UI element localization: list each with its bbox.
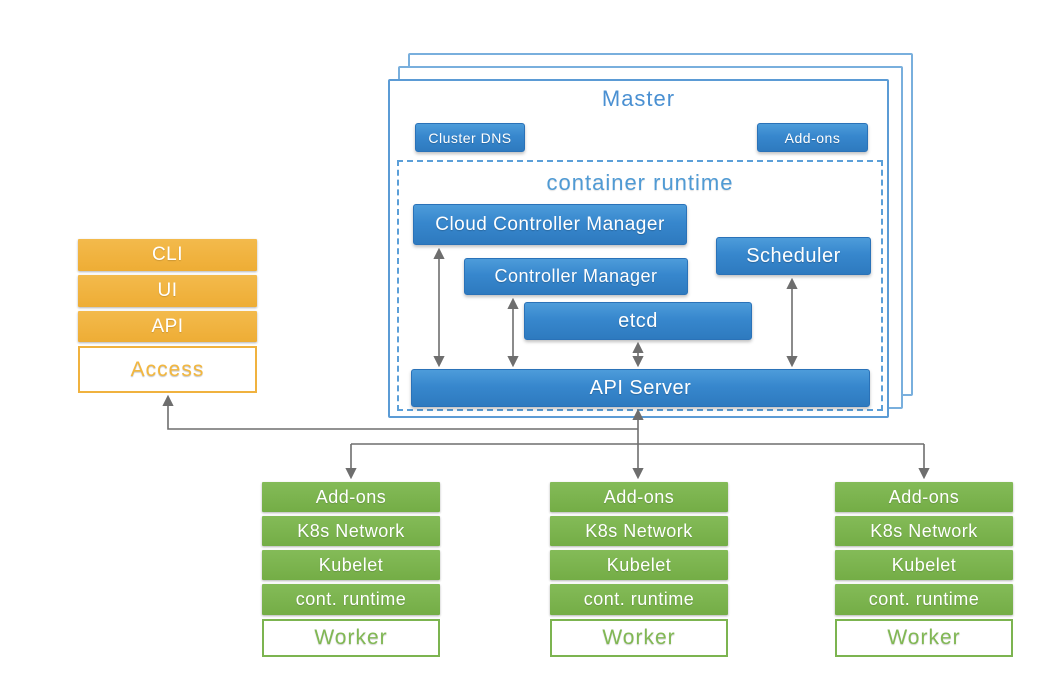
container-runtime-title: container runtime — [546, 170, 734, 195]
worker2-row-kubelet: Kubelet — [550, 550, 728, 580]
controller-manager-box: Controller Manager — [464, 258, 688, 295]
add-ons-box: Add-ons — [757, 123, 868, 152]
worker2-row-addons: Add-ons — [550, 482, 728, 512]
worker1-row-k8s-network: K8s Network — [262, 516, 440, 546]
worker2-row-k8s-network: K8s Network — [550, 516, 728, 546]
cluster-dns-box: Cluster DNS — [415, 123, 525, 152]
access-stack: CLI UI API Access — [78, 239, 257, 393]
scheduler-box: Scheduler — [716, 237, 871, 275]
worker-stack-1: Add-ons K8s Network Kubelet cont. runtim… — [262, 482, 440, 657]
worker1-label-box: Worker — [262, 619, 440, 657]
worker3-row-kubelet: Kubelet — [835, 550, 1013, 580]
worker3-row-cont-runtime: cont. runtime — [835, 584, 1013, 615]
access-row-cli: CLI — [78, 239, 257, 271]
master-title: Master — [601, 86, 676, 111]
worker1-row-kubelet: Kubelet — [262, 550, 440, 580]
worker2-row-cont-runtime: cont. runtime — [550, 584, 728, 615]
worker2-label-box: Worker — [550, 619, 728, 657]
worker1-row-addons: Add-ons — [262, 482, 440, 512]
access-label-box: Access — [78, 346, 257, 393]
worker-stack-2: Add-ons K8s Network Kubelet cont. runtim… — [550, 482, 728, 657]
worker-stack-3: Add-ons K8s Network Kubelet cont. runtim… — [835, 482, 1013, 657]
access-row-ui: UI — [78, 275, 257, 307]
worker3-row-addons: Add-ons — [835, 482, 1013, 512]
api-server-box: API Server — [411, 369, 870, 407]
etcd-box: etcd — [524, 302, 752, 340]
worker3-row-k8s-network: K8s Network — [835, 516, 1013, 546]
worker3-label-box: Worker — [835, 619, 1013, 657]
worker1-row-cont-runtime: cont. runtime — [262, 584, 440, 615]
cloud-controller-manager-box: Cloud Controller Manager — [413, 204, 687, 245]
access-row-api: API — [78, 311, 257, 342]
